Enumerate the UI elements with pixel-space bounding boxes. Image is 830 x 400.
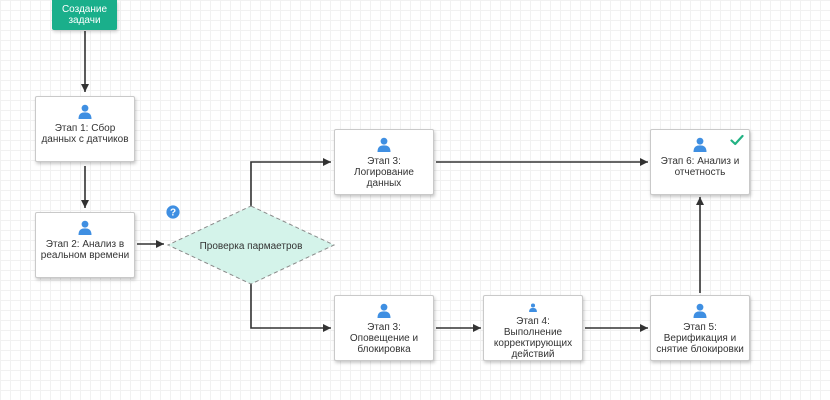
step-4-label: Этап 4: Выполнение корректирующих действ… xyxy=(493,316,573,360)
decision-diamond xyxy=(166,205,336,285)
user-icon xyxy=(78,220,92,235)
step-6-label: Этап 6: Анализ и отчетность xyxy=(660,156,740,178)
decision-node-check-params[interactable]: ? Проверка пармаетров xyxy=(166,205,336,285)
step-2-label: Этап 2: Анализ в реальном времени xyxy=(40,239,130,261)
start-node-label: Создание задачи xyxy=(61,4,108,26)
check-icon xyxy=(730,134,744,146)
step-6-node[interactable]: Этап 6: Анализ и отчетность xyxy=(650,129,750,195)
step-4-node[interactable]: Этап 4: Выполнение корректирующих действ… xyxy=(483,295,583,361)
step-3-logging-label: Этап 3: Логирование данных xyxy=(354,156,414,189)
step-2-node[interactable]: Этап 2: Анализ в реальном времени xyxy=(35,212,135,278)
edge-decision-to-s3a xyxy=(250,158,331,206)
question-icon: ? xyxy=(166,205,180,219)
step-5-label: Этап 5: Верификация и снятие блокировки xyxy=(656,322,744,355)
start-node-create-task[interactable]: Создание задачи xyxy=(52,0,117,30)
svg-text:?: ? xyxy=(170,208,176,219)
step-1-node[interactable]: Этап 1: Сбор данных с датчиков xyxy=(35,96,135,162)
user-icon xyxy=(377,137,391,152)
user-icon xyxy=(693,137,707,152)
step-1-label: Этап 1: Сбор данных с датчиков xyxy=(41,123,129,145)
step-3-alert-label: Этап 3: Оповещение и блокировка xyxy=(349,322,419,355)
user-icon xyxy=(693,303,707,318)
decision-label: Проверка пармаетров xyxy=(199,241,303,252)
step-3-alert-node[interactable]: Этап 3: Оповещение и блокировка xyxy=(334,295,434,361)
edge-decision-to-s3b xyxy=(250,284,331,332)
step-5-node[interactable]: Этап 5: Верификация и снятие блокировки xyxy=(650,295,750,361)
user-icon xyxy=(377,303,391,318)
user-icon xyxy=(78,104,92,119)
user-icon xyxy=(529,303,537,312)
step-3-logging-node[interactable]: Этап 3: Логирование данных xyxy=(334,129,434,195)
